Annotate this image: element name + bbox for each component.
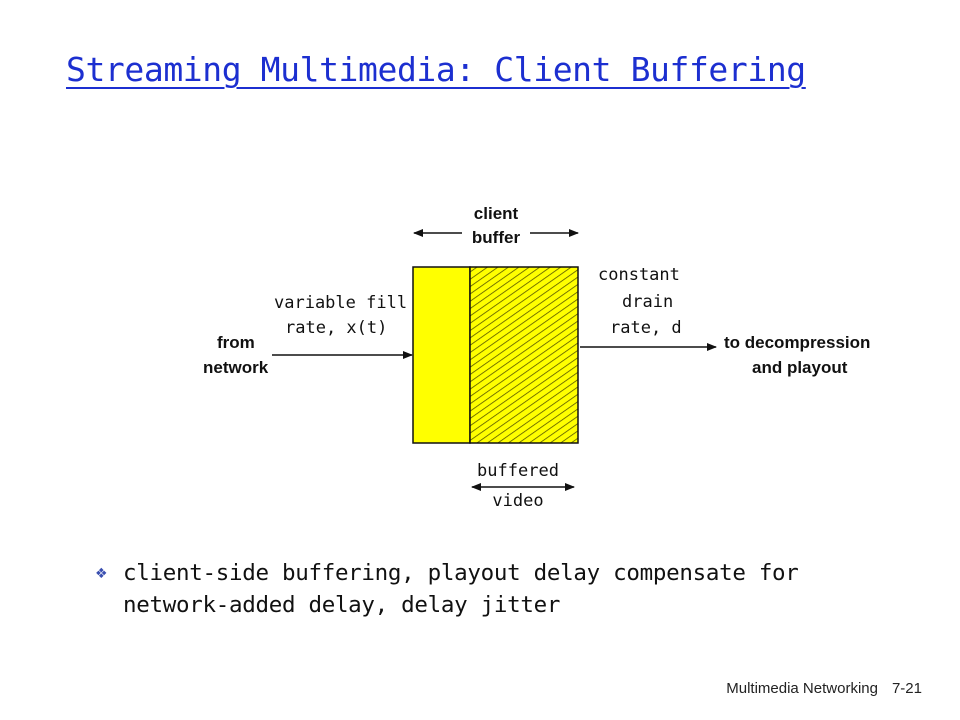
- variable-fill-label-line2: rate, x(t): [285, 318, 387, 338]
- constant-drain-label-line1: constant: [598, 265, 680, 285]
- bullet-item: ❖ client-side buffering, playout delay c…: [95, 557, 895, 621]
- to-decompression-label-line2: and playout: [752, 358, 848, 377]
- bullet-text: client-side buffering, playout delay com…: [123, 560, 799, 618]
- slide-title: Streaming Multimedia: Client Buffering: [66, 50, 806, 89]
- constant-drain-label-line3: rate, d: [610, 318, 682, 338]
- to-decompression-label-line1: to decompression: [724, 333, 870, 352]
- diamond-bullet-icon: ❖: [95, 566, 108, 582]
- footer-section: Multimedia Networking: [726, 680, 878, 697]
- buffered-video-label-line2: video: [492, 491, 543, 511]
- buffered-video-label-line1: buffered: [477, 461, 559, 481]
- buffer-empty-region: [412, 266, 471, 444]
- buffered-video-region: [469, 266, 579, 444]
- from-network-label-line2: network: [203, 358, 269, 377]
- from-network-label-line1: from: [217, 333, 255, 352]
- footer-page-number: 7-21: [891, 680, 922, 697]
- client-buffer-label-line1: client: [474, 204, 519, 223]
- slide-footer: Multimedia Networking 7-21: [726, 680, 922, 697]
- variable-fill-label-line1: variable fill: [274, 293, 407, 313]
- client-buffer-label-line2: buffer: [472, 228, 521, 247]
- constant-drain-label-line2: drain: [622, 292, 673, 312]
